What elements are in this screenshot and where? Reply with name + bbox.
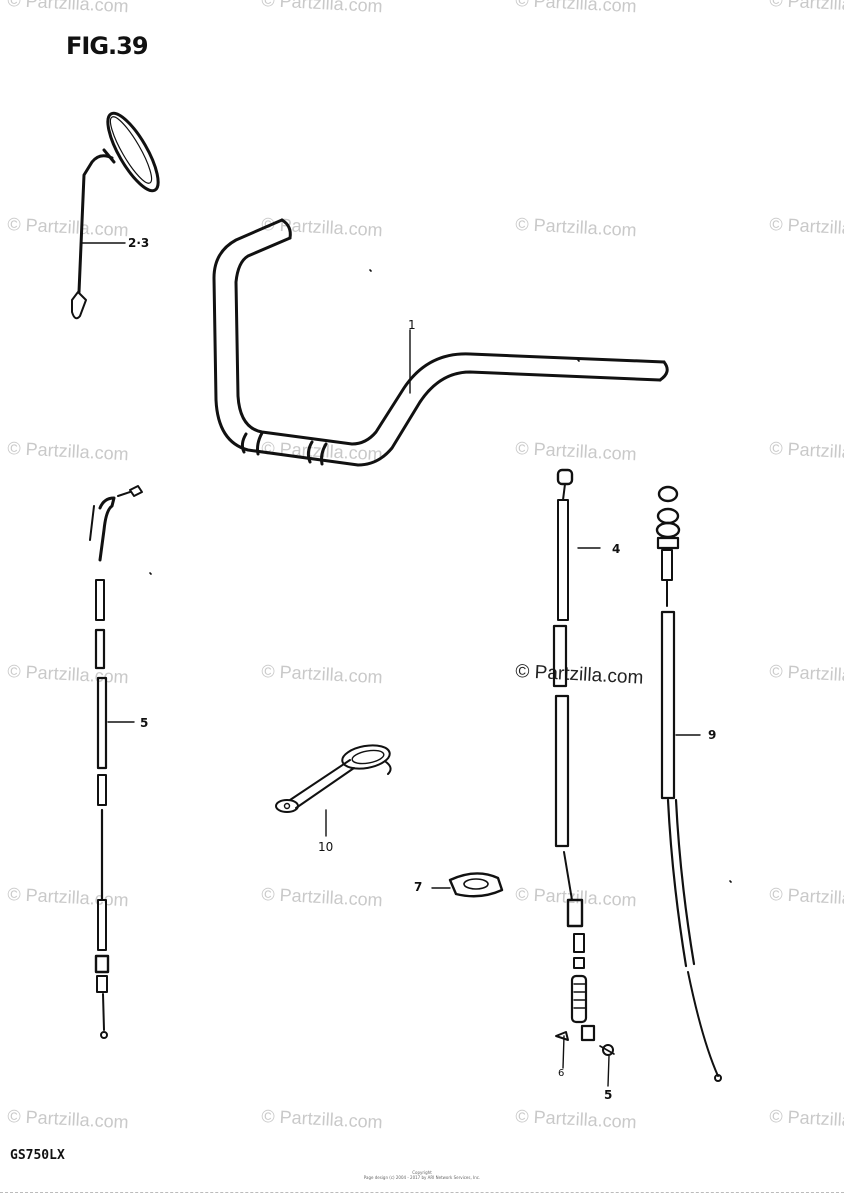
callout-guide: 7 — [414, 880, 423, 894]
screw-right-part — [599, 1044, 615, 1087]
clamp-part — [275, 744, 392, 837]
callout-mirror: 2·3 — [128, 236, 150, 250]
callout-handlebar: 1 — [408, 318, 416, 332]
callout-throttle-cable: 5 — [140, 716, 149, 730]
copyright-line-2: Page design (c) 2004 - 2017 by ARI Netwo… — [363, 1175, 481, 1180]
scan-specks — [149, 269, 732, 883]
copyright-notice: Copyright Page design (c) 2004 - 2017 by… — [362, 1170, 482, 1180]
handlebar-part — [212, 218, 669, 467]
callout-choke-cable: 9 — [708, 728, 717, 742]
callout-screw-left: 6 — [558, 1068, 565, 1079]
model-code: GS750LX — [10, 1148, 65, 1163]
choke-cable-part — [655, 485, 722, 1082]
page-bottom-edge — [0, 1192, 844, 1193]
callout-screw-right: 5 — [604, 1088, 613, 1102]
screw-left-part — [555, 1031, 569, 1069]
guide-part — [431, 872, 504, 898]
callout-clutch-cable: 4 — [612, 542, 621, 556]
throttle-cable-part — [89, 485, 143, 1039]
callout-clamp: 10 — [318, 840, 334, 854]
figure-title: FIG.39 — [66, 32, 149, 60]
copyright-line-1: Copyright — [412, 1170, 432, 1175]
clutch-cable-part — [552, 468, 601, 1042]
mirror-part — [71, 111, 160, 320]
